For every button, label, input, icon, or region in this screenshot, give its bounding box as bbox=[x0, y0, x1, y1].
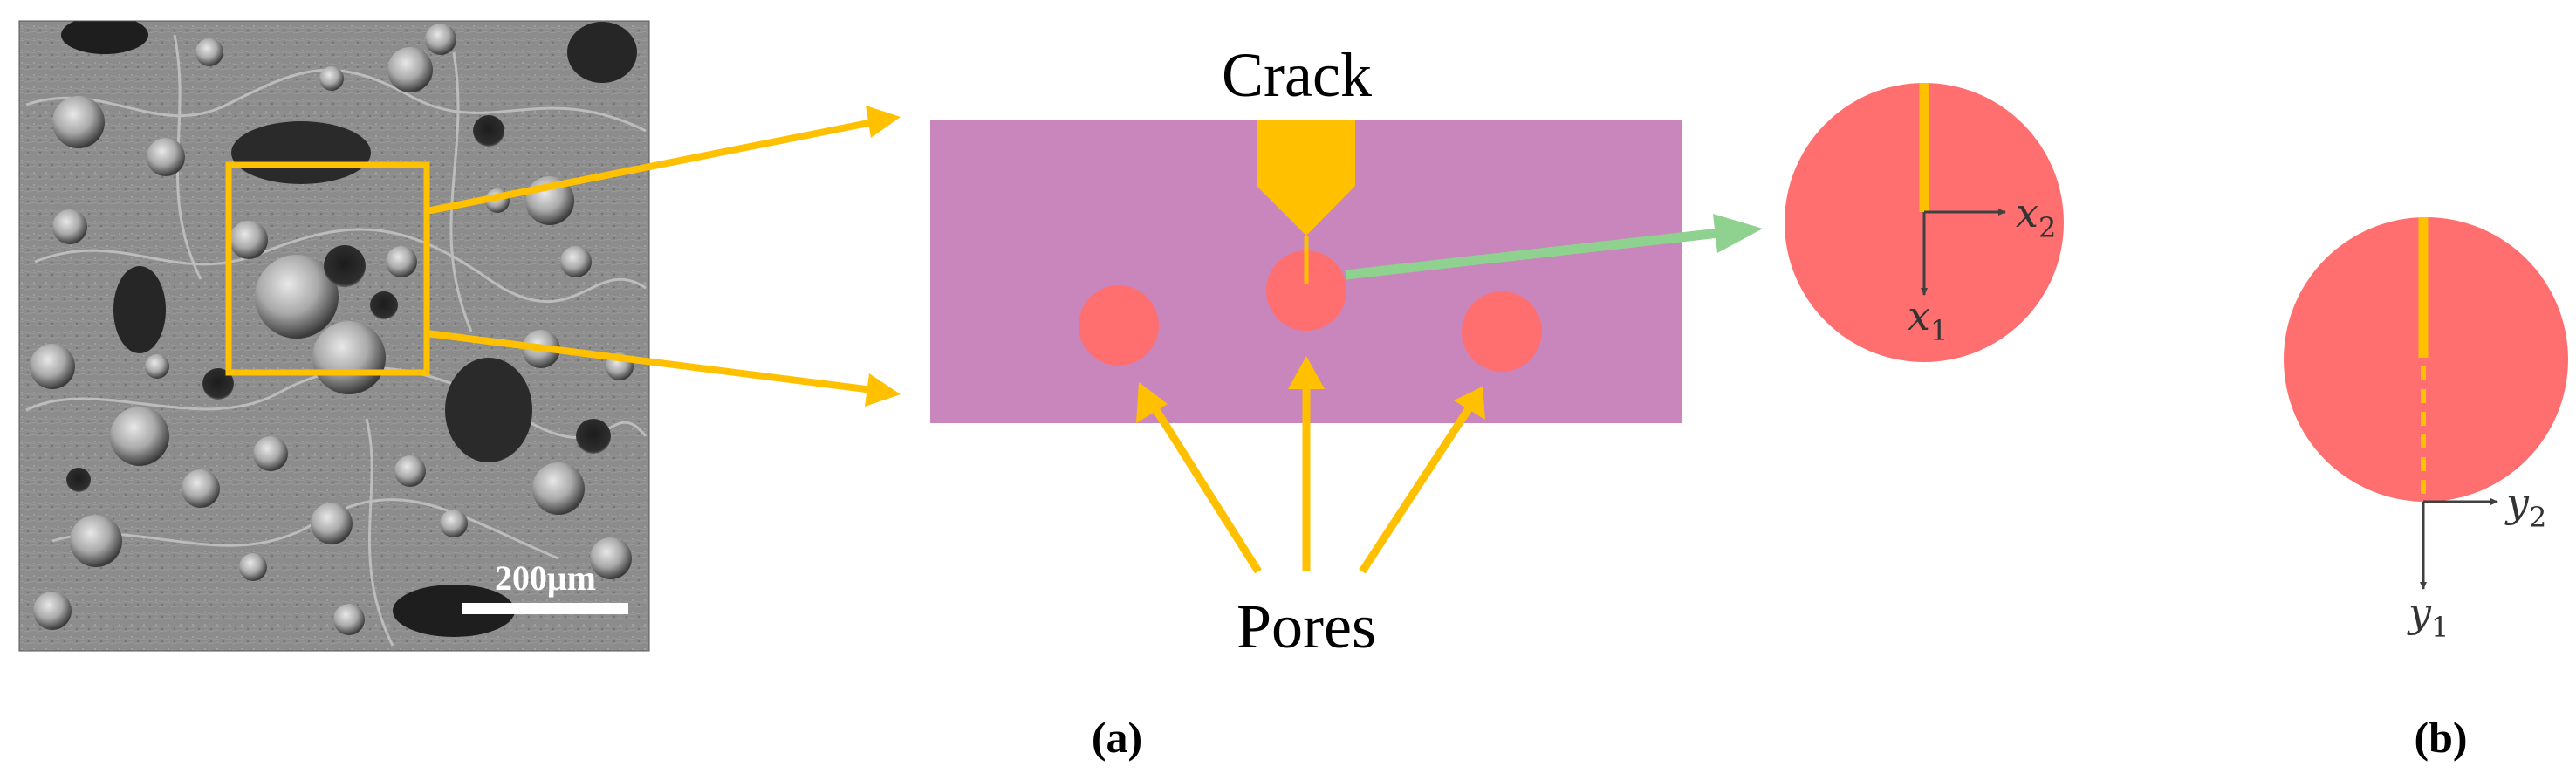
panel-label-a: (a) bbox=[1092, 713, 1142, 762]
axis-y2-label: y2 bbox=[2504, 479, 2546, 534]
axis-y1-label: y1 bbox=[2407, 589, 2449, 644]
sem-frame bbox=[18, 20, 650, 652]
diagram-b: y2 y1 (b) bbox=[2284, 217, 2568, 762]
sem-dark-pores bbox=[66, 115, 611, 492]
axis-x1-label: x1 bbox=[1908, 292, 1948, 347]
panel-label-b: (b) bbox=[2414, 713, 2467, 762]
pore-arrows bbox=[1136, 356, 1485, 574]
pore-center bbox=[1266, 250, 1346, 331]
pore-right bbox=[1462, 291, 1542, 372]
scale-bar: 200μm bbox=[462, 558, 628, 614]
axis-x2-label: x2 bbox=[2016, 189, 2056, 244]
scale-bar-line bbox=[462, 603, 628, 614]
zoom-arrow-head-top bbox=[866, 106, 901, 138]
dark-cavities bbox=[61, 21, 637, 637]
detail-pore-a: x2 x1 bbox=[1785, 83, 2064, 362]
diagram-a: Crack Pores x2 x1 (a) bbox=[930, 40, 2064, 762]
sem-pores bbox=[30, 24, 634, 635]
pore-left bbox=[1079, 285, 1159, 366]
pores-label: Pores bbox=[1237, 592, 1376, 661]
detail-pore-circle-b bbox=[2284, 217, 2568, 502]
scale-bar-label: 200μm bbox=[495, 558, 596, 598]
zoom-region-box bbox=[225, 161, 430, 376]
zoom-arrows bbox=[426, 106, 901, 407]
detail-arrow bbox=[1345, 214, 1763, 280]
crack-notch bbox=[1257, 120, 1355, 236]
sem-micrograph: 200μm bbox=[19, 21, 649, 651]
crack-label: Crack bbox=[1222, 40, 1372, 110]
zoom-arrow-head-bottom bbox=[865, 373, 901, 407]
